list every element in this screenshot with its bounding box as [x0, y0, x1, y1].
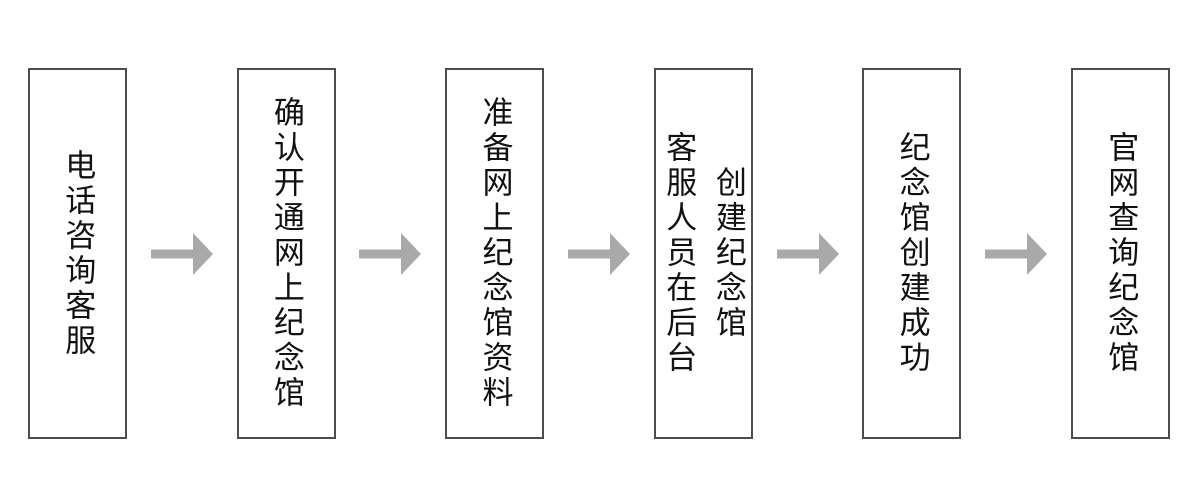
- arrow-right-icon: [985, 232, 1048, 275]
- step-label-4: 客服人员在后台 创建纪念馆: [661, 131, 746, 376]
- step-label-1: 电话咨询客服: [60, 148, 96, 359]
- step-label-2: 确认开通网上纪念馆: [268, 96, 304, 411]
- step-box-5: 纪念馆创建成功: [862, 68, 962, 439]
- flowchart-row: 电话咨询客服 确认开通网上纪念馆 准备网上纪念馆资料 客服人员在后台 创建纪念馆: [28, 68, 1170, 439]
- step-label-6: 官网查询纪念馆: [1103, 131, 1139, 376]
- step-label-3: 准备网上纪念馆资料: [477, 96, 513, 411]
- arrow-right-icon: [359, 232, 422, 275]
- step-label-5: 纪念馆创建成功: [894, 131, 930, 376]
- step-box-4: 客服人员在后台 创建纪念馆: [653, 68, 753, 439]
- step-box-2: 确认开通网上纪念馆: [236, 68, 336, 439]
- step-box-6: 官网查询纪念馆: [1070, 68, 1170, 439]
- step-box-1: 电话咨询客服: [28, 68, 127, 439]
- arrow-right-icon: [567, 232, 630, 275]
- step-box-3: 准备网上纪念馆资料: [445, 68, 545, 439]
- arrow-right-icon: [776, 232, 839, 275]
- arrow-right-icon: [150, 232, 213, 275]
